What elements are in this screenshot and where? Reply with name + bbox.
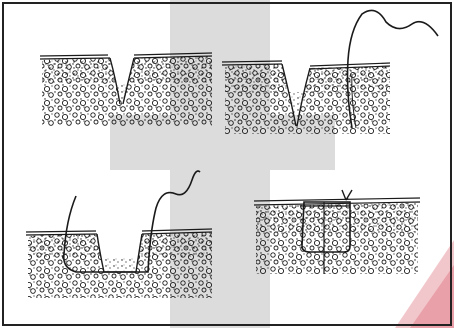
knot-tails — [342, 190, 352, 200]
skin-surface-left — [26, 231, 97, 235]
panel-incision — [40, 53, 212, 126]
panel-knot-tied — [254, 190, 420, 274]
skin-surface-left — [40, 55, 110, 59]
